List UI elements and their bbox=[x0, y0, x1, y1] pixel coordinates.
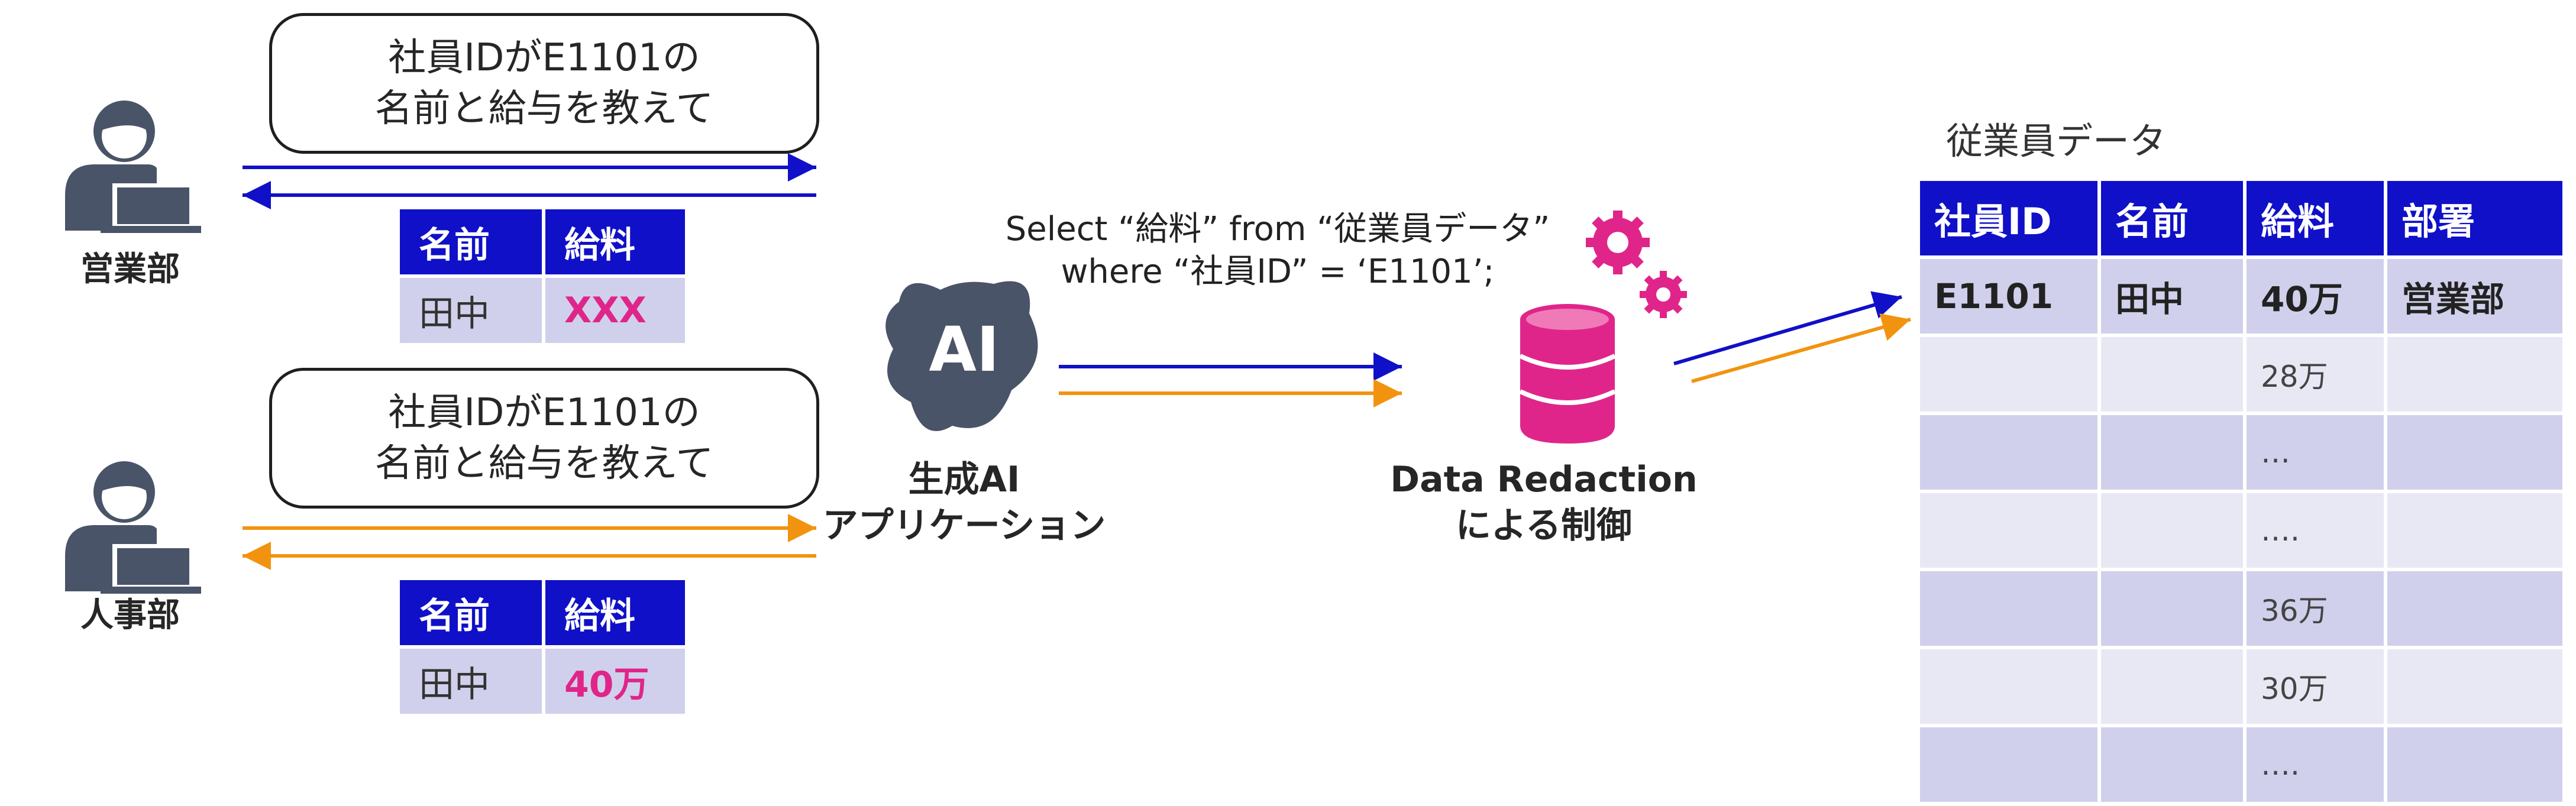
top-result-table: 名前 給料 田中 XXX bbox=[396, 206, 689, 347]
header-cell: 社員ID bbox=[1920, 181, 2097, 255]
bottom-question-bubble: 社員IDがE1101の 名前と給与を教えて bbox=[269, 368, 819, 509]
bubble-line1: 社員IDがE1101の bbox=[388, 36, 700, 80]
table-cell: …. bbox=[2247, 727, 2384, 802]
header-name: 名前 bbox=[400, 580, 542, 645]
user-laptop-icon bbox=[65, 461, 201, 594]
table-cell bbox=[1920, 727, 2097, 802]
table-cell bbox=[2387, 415, 2562, 490]
table-row: …. bbox=[1920, 493, 2562, 568]
database-gear-icon bbox=[1519, 211, 1687, 444]
dept-label-hr: 人事部 bbox=[80, 596, 180, 635]
table-row: …. bbox=[1920, 727, 2562, 802]
db-to-table-orange-arrow bbox=[1691, 313, 1911, 383]
bottom-result-table: 名前 給料 田中 40万 bbox=[396, 577, 689, 717]
table-cell bbox=[2387, 493, 2562, 568]
table-row: 30万 bbox=[1920, 649, 2562, 724]
bubble-line1: 社員IDがE1101の bbox=[388, 391, 700, 435]
table-cell bbox=[2101, 649, 2243, 724]
table-cell bbox=[1920, 571, 2097, 646]
ai-blob-icon bbox=[885, 281, 1038, 431]
table-header-row: 名前 給料 bbox=[400, 580, 685, 645]
dept-label-sales: 営業部 bbox=[80, 250, 180, 289]
bubble-line2: 名前と給与を教えて bbox=[374, 87, 714, 131]
table-cell: …. bbox=[2247, 493, 2384, 568]
table-cell bbox=[1920, 337, 2097, 412]
db-caption-line2: による制御 bbox=[1455, 505, 1633, 546]
sql-line1: Select “給料” from “従業員データ” bbox=[1005, 210, 1550, 248]
table-row: 田中 40万 bbox=[400, 649, 685, 714]
table-cell bbox=[2387, 337, 2562, 412]
ai-caption-line1: 生成AI bbox=[908, 459, 1020, 500]
sql-query: Select “給料” from “従業員データ” where “社員ID” =… bbox=[935, 208, 1621, 293]
table-cell: 28万 bbox=[2247, 337, 2384, 412]
table-cell bbox=[2101, 727, 2243, 802]
table-cell: 田中 bbox=[2101, 259, 2243, 334]
employee-data-table: 社員ID 名前 給料 部署 E1101 田中 40万 営業部 28万 … …. … bbox=[1916, 177, 2566, 805]
table-cell bbox=[1920, 649, 2097, 724]
top-question-bubble: 社員IDがE1101の 名前と給与を教えて bbox=[269, 13, 819, 154]
table-cell bbox=[2101, 337, 2243, 412]
db-to-table-blue-arrow bbox=[1673, 291, 1902, 365]
table-cell bbox=[2101, 415, 2243, 490]
table-header-row: 社員ID 名前 給料 部署 bbox=[1920, 181, 2562, 255]
small-gear-icon bbox=[1640, 271, 1687, 318]
table-cell: … bbox=[2247, 415, 2384, 490]
header-cell: 名前 bbox=[2101, 181, 2243, 255]
ai-caption-line2: アプリケーション bbox=[822, 505, 1106, 546]
employee-table-title: 従業員データ bbox=[1946, 119, 2167, 163]
table-row: E1101 田中 40万 営業部 bbox=[1920, 259, 2562, 334]
table-row: 28万 bbox=[1920, 337, 2562, 412]
table-cell: E1101 bbox=[1920, 259, 2097, 334]
cell-name: 田中 bbox=[400, 649, 542, 714]
table-cell: 営業部 bbox=[2387, 259, 2562, 334]
table-cell bbox=[2101, 493, 2243, 568]
table-cell bbox=[2387, 571, 2562, 646]
db-caption: Data Redaction による制御 bbox=[1378, 457, 1709, 549]
header-name: 名前 bbox=[400, 209, 542, 274]
header-cell: 部署 bbox=[2387, 181, 2562, 255]
sql-line2: where “社員ID” = ‘E1101’; bbox=[1061, 253, 1495, 291]
table-cell bbox=[1920, 415, 2097, 490]
table-row: 36万 bbox=[1920, 571, 2562, 646]
table-cell: 40万 bbox=[2247, 259, 2384, 334]
user-laptop-icon bbox=[65, 101, 201, 233]
header-cell: 給料 bbox=[2247, 181, 2384, 255]
ai-caption: 生成AI アプリケーション bbox=[769, 457, 1159, 549]
bubble-line2: 名前と給与を教えて bbox=[374, 442, 714, 485]
table-row: … bbox=[1920, 415, 2562, 490]
table-header-row: 名前 給料 bbox=[400, 209, 685, 274]
table-cell bbox=[2101, 571, 2243, 646]
cell-salary-visible: 40万 bbox=[545, 649, 685, 714]
table-cell: 30万 bbox=[2247, 649, 2384, 724]
database-cylinder bbox=[1519, 304, 1616, 444]
table-cell bbox=[2387, 727, 2562, 802]
table-cell bbox=[2387, 649, 2562, 724]
cell-name: 田中 bbox=[400, 278, 542, 343]
ai-badge-text: AI bbox=[929, 313, 1000, 386]
db-caption-line1: Data Redaction bbox=[1390, 459, 1698, 500]
table-cell bbox=[1920, 493, 2097, 568]
header-salary: 給料 bbox=[545, 209, 685, 274]
header-salary: 給料 bbox=[545, 580, 685, 645]
table-row: 田中 XXX bbox=[400, 278, 685, 343]
cell-salary-masked: XXX bbox=[545, 278, 685, 343]
table-cell: 36万 bbox=[2247, 571, 2384, 646]
